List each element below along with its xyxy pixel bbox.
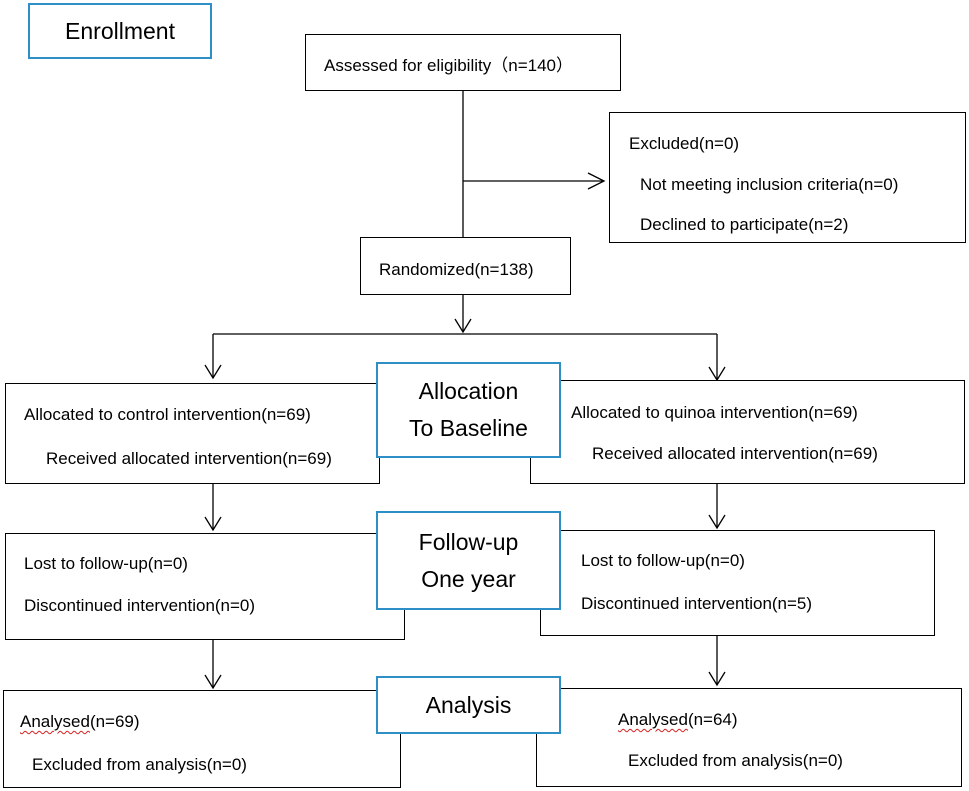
stage-followup-line2: One year <box>421 565 516 592</box>
analysis-control-analysed: Analysed(n=69) <box>20 712 140 732</box>
assessed-text: Assessed for eligibility（n=140） <box>324 56 573 75</box>
allocation-control-box <box>5 383 380 484</box>
arrowhead-followup-analysis-right <box>708 671 726 687</box>
stage-allocation-line1: Allocation <box>418 378 519 404</box>
stage-analysis-label: Analysis <box>425 691 512 718</box>
analysis-quinoa-analysed-word: Analysed <box>618 710 688 729</box>
followup-control-discontinued: Discontinued intervention(n=0) <box>24 596 256 615</box>
allocation-control-received: Received allocated intervention(n=69) <box>46 449 332 468</box>
followup-control-lost: Lost to follow-up(n=0) <box>24 554 188 573</box>
stage-analysis: Analysis <box>376 676 561 734</box>
arrowhead-alloc-followup-left <box>204 516 222 532</box>
analysis-control-box <box>3 690 401 788</box>
excluded-box <box>609 112 966 243</box>
analysis-quinoa-analysed: Analysed(n=64) <box>618 710 738 730</box>
stage-allocation: Allocation To Baseline <box>376 362 561 458</box>
stage-followup-line1: Follow-up <box>418 528 519 555</box>
arrowhead-randomized-split <box>454 318 472 334</box>
followup-quinoa-box <box>540 530 935 636</box>
followup-quinoa-lost: Lost to follow-up(n=0) <box>581 551 745 570</box>
excluded-not-meeting: Not meeting inclusion criteria(n=0) <box>640 175 899 194</box>
analysis-quinoa-analysed-count: (n=64) <box>687 710 738 729</box>
allocation-quinoa-received: Received allocated intervention(n=69) <box>592 444 878 463</box>
arrowhead-split-left <box>204 364 222 380</box>
randomized-box <box>360 237 571 295</box>
allocation-quinoa-allocated: Allocated to quinoa intervention(n=69) <box>571 403 858 422</box>
excluded-title: Excluded(n=0) <box>629 134 740 153</box>
followup-control-box <box>5 533 405 640</box>
stage-allocation-line2: To Baseline <box>409 415 528 441</box>
analysis-control-analysed-count: (n=69) <box>89 712 140 731</box>
followup-quinoa-discontinued: Discontinued intervention(n=5) <box>581 594 813 613</box>
analysis-control-excluded: Excluded from analysis(n=0) <box>32 755 247 774</box>
randomized-text: Randomized(n=138) <box>379 260 534 279</box>
arrowhead-alloc-followup-right <box>708 514 726 530</box>
arrowhead-followup-analysis-left <box>204 674 222 690</box>
analysis-quinoa-box <box>536 688 962 787</box>
allocation-quinoa-box <box>530 380 965 484</box>
excluded-declined: Declined to participate(n=2) <box>640 215 849 234</box>
allocation-control-allocated: Allocated to control intervention(n=69) <box>24 405 311 424</box>
arrowhead-excluded <box>587 172 606 190</box>
assessed-box <box>305 34 621 91</box>
analysis-quinoa-excluded: Excluded from analysis(n=0) <box>628 751 843 770</box>
analysis-control-analysed-word: Analysed <box>20 712 90 731</box>
stage-enrollment-label: Enrollment <box>65 17 175 44</box>
stage-enrollment: Enrollment <box>28 3 212 59</box>
stage-followup: Follow-up One year <box>376 511 561 610</box>
